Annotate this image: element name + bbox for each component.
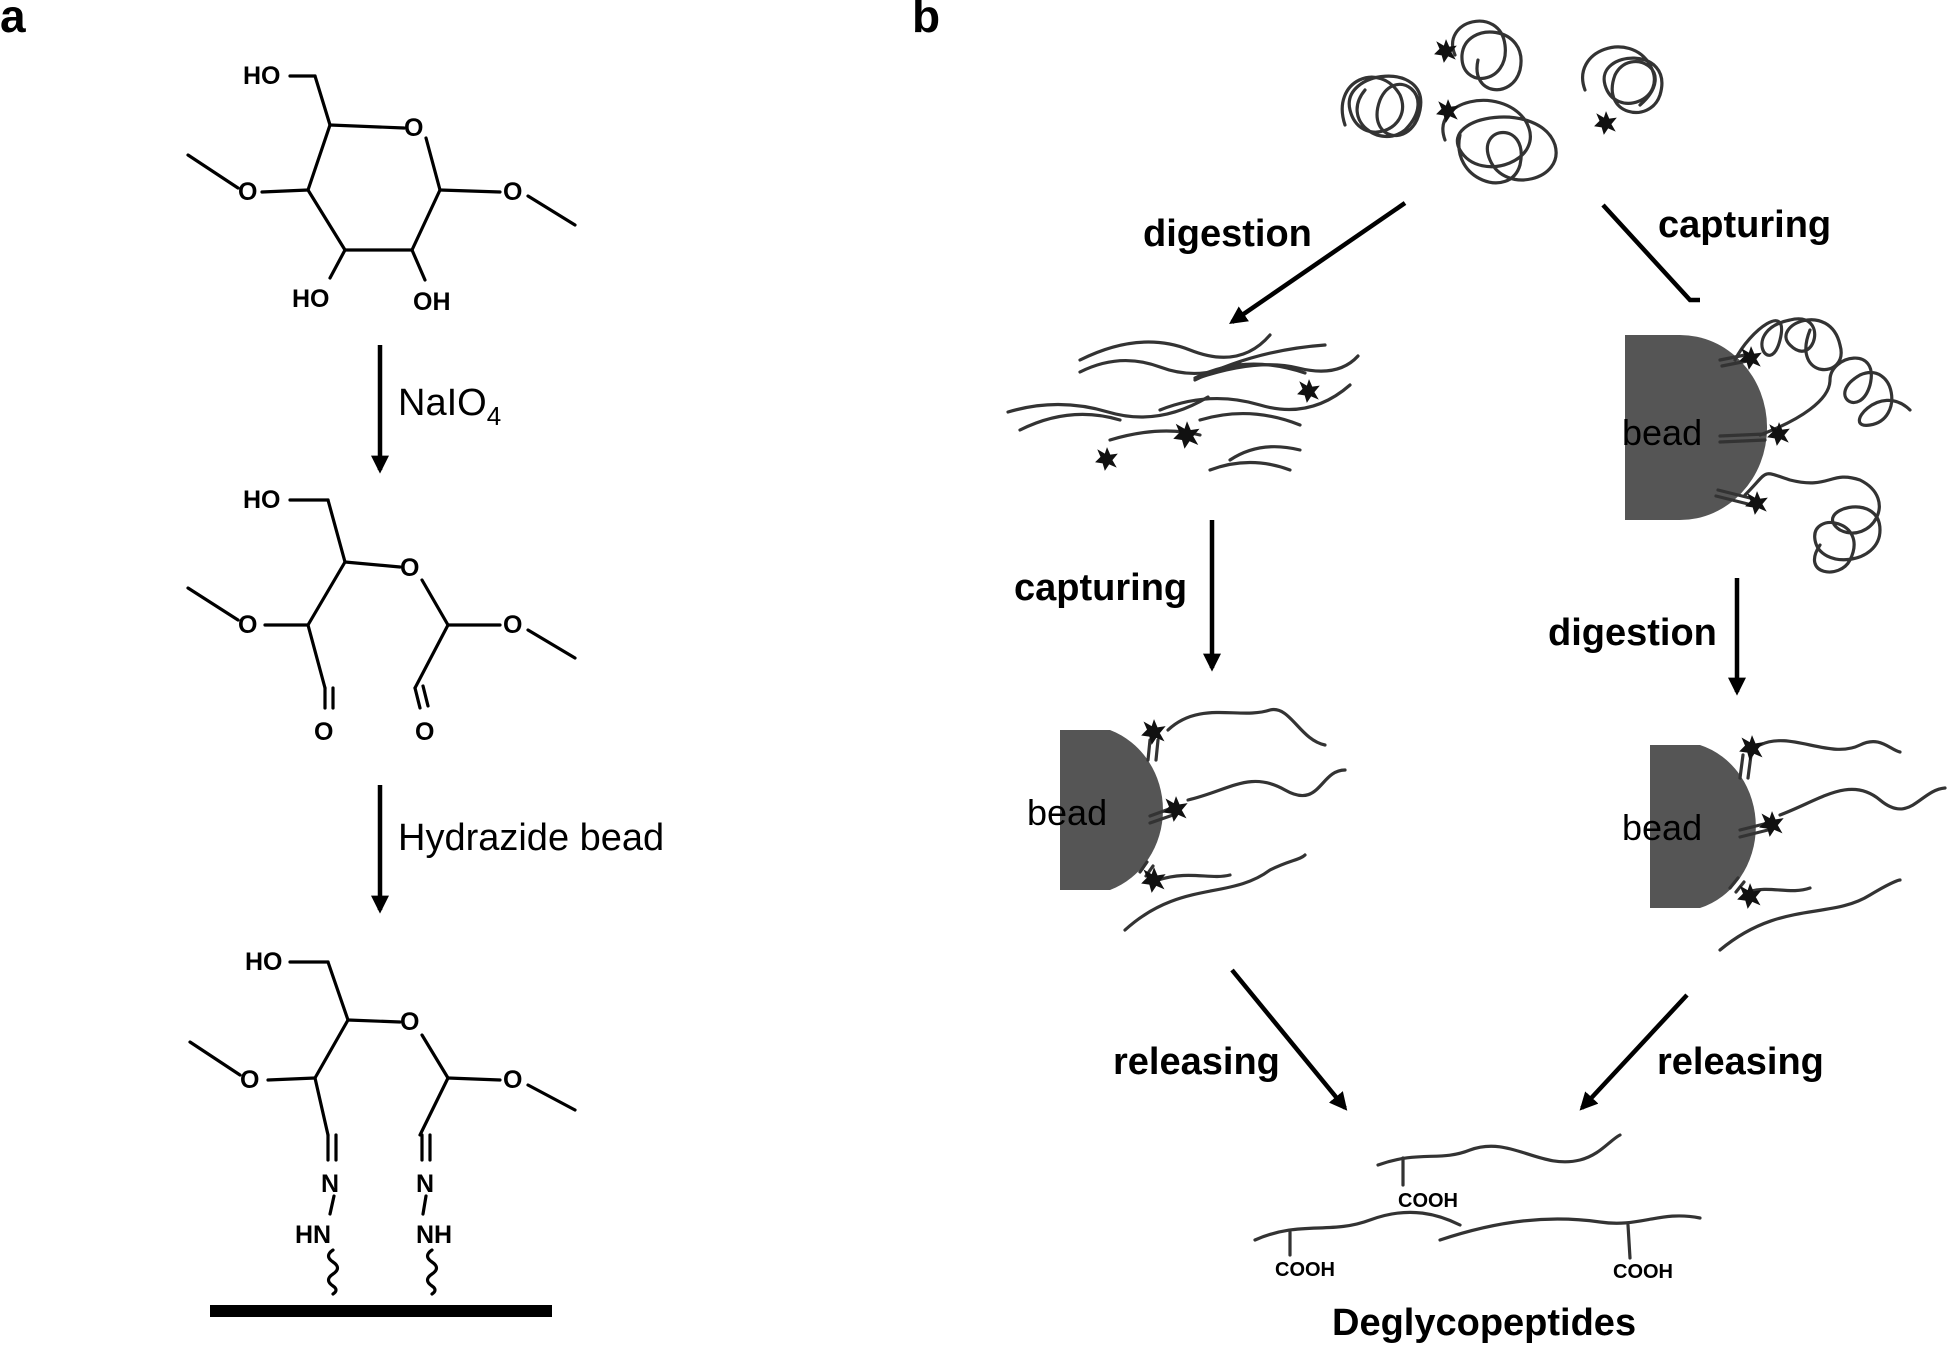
panel-b-label: b: [912, 0, 940, 42]
step-capturing-left: capturing: [1014, 567, 1187, 609]
releasing-arrow-left: [1230, 968, 1348, 1111]
hydroxymethyl-label-3: HO: [245, 948, 283, 976]
peptide-fragments: [1006, 333, 1360, 472]
deglycopeptides-products: COOH COOH COOH Deglycopeptides: [1253, 1133, 1702, 1344]
step-capturing-top-right: capturing: [1658, 204, 1831, 246]
glycosidic-oxygen-left-2: O: [238, 611, 257, 639]
hydrazone-structure: HO O O O N N HN NH: [188, 948, 577, 1317]
pyranose-structure: HO O O O HO OH: [186, 62, 577, 316]
aldehyde-oxygen-left: O: [314, 718, 333, 746]
step-digestion-top-left: digestion: [1143, 213, 1312, 255]
glycosidic-oxygen-right-3: O: [503, 1066, 522, 1094]
releasing-arrow-right: [1579, 993, 1689, 1111]
glycosidic-oxygen-right-2: O: [503, 611, 522, 639]
bead-captured-peptides-right: bead: [1622, 735, 1947, 952]
reagent-naio4: NaIO4: [398, 382, 501, 431]
cooh-label-2: COOH: [1275, 1259, 1335, 1281]
bead-captured-proteins: bead: [1622, 317, 1912, 574]
bead-label-top-right: bead: [1622, 412, 1702, 453]
glycosidic-oxygen-right: O: [503, 178, 522, 206]
step-releasing-right: releasing: [1657, 1041, 1824, 1083]
ether-oxygen-label-3: O: [400, 1008, 419, 1036]
reagent-hydrazide-bead: Hydrazide bead: [398, 817, 664, 859]
glycosidic-oxygen-left: O: [238, 178, 257, 206]
cooh-label-1: COOH: [1398, 1190, 1458, 1212]
bead-captured-peptides-left: bead: [1027, 708, 1347, 932]
cooh-label-3: COOH: [1613, 1261, 1673, 1283]
hydrazide-nh-label: NH: [416, 1221, 452, 1249]
deglycopeptides-label: Deglycopeptides: [1332, 1302, 1636, 1344]
hydroxymethyl-label-2: HO: [243, 486, 281, 514]
step-digestion-right: digestion: [1548, 612, 1717, 654]
hydrazide-hn-label: HN: [295, 1221, 331, 1249]
ether-oxygen-label: O: [400, 554, 419, 582]
hydroxyl-label-right: OH: [413, 288, 451, 316]
step-releasing-left: releasing: [1113, 1041, 1280, 1083]
ring-oxygen-label: O: [404, 114, 423, 142]
panel-a-label: a: [0, 0, 26, 42]
dialdehyde-structure: HO O O O O O: [186, 486, 577, 746]
glycoprotein-tangle: [1340, 19, 1664, 185]
capturing-arrow-top: [1601, 203, 1700, 303]
bead-label-left: bead: [1027, 792, 1107, 833]
hydrazone-n-right: N: [416, 1170, 434, 1198]
bead-label-right: bead: [1622, 807, 1702, 848]
hydroxymethyl-label: HO: [243, 62, 281, 90]
aldehyde-oxygen-right: O: [415, 718, 434, 746]
hydroxyl-label-left: HO: [292, 285, 330, 313]
hydrazone-n-left: N: [321, 1170, 339, 1198]
glycosidic-oxygen-left-3: O: [240, 1066, 259, 1094]
digestion-arrow-top: [1229, 201, 1407, 325]
